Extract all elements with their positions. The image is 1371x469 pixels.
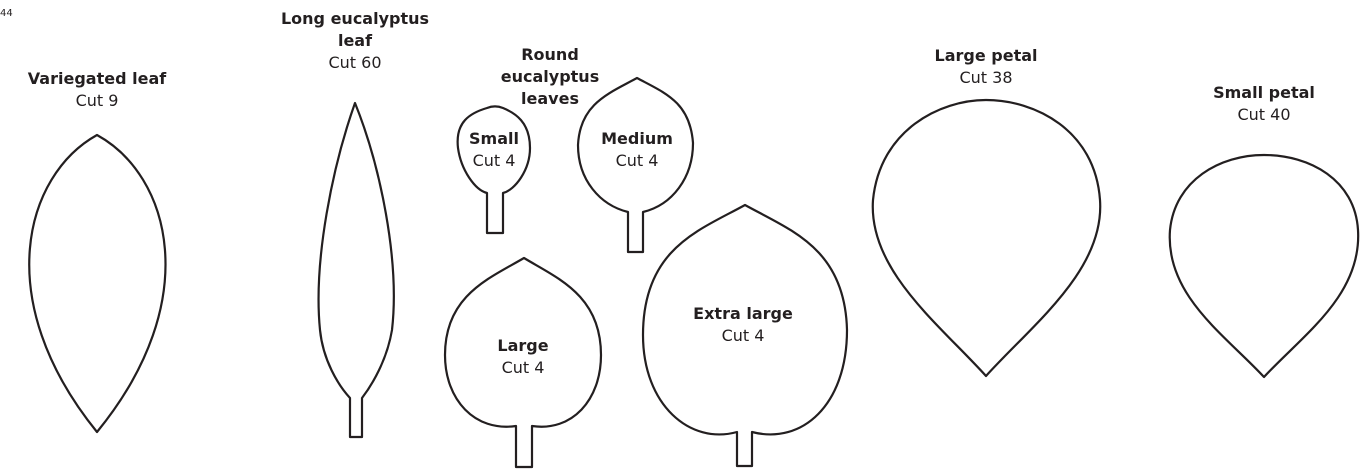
page-number: 44 <box>0 8 13 19</box>
medium-round-leaf-label: Medium Cut 4 <box>592 128 682 172</box>
small-petal-label: Small petal Cut 40 <box>1194 82 1334 126</box>
extra-large-round-leaf-label: Extra large Cut 4 <box>683 303 803 347</box>
small-petal-shape <box>1168 153 1360 379</box>
round-eucalyptus-heading: Round eucalyptus leaves <box>470 44 630 110</box>
large-round-leaf-title: Large <box>497 336 549 355</box>
large-petal-cut: Cut 38 <box>959 68 1013 87</box>
variegated-leaf-title: Variegated leaf <box>27 69 167 88</box>
round-eucalyptus-title: Round eucalyptus leaves <box>500 45 600 108</box>
medium-round-leaf-title: Medium <box>601 129 673 148</box>
small-petal-title: Small petal <box>1213 83 1315 102</box>
variegated-leaf-label: Variegated leaf Cut 9 <box>17 68 177 112</box>
medium-round-leaf-cut: Cut 4 <box>615 151 659 170</box>
small-petal-cut: Cut 40 <box>1237 105 1291 124</box>
variegated-leaf-shape <box>28 133 167 434</box>
large-petal-title: Large petal <box>934 46 1038 65</box>
variegated-leaf-cut: Cut 9 <box>75 91 119 110</box>
long-eucalyptus-leaf-title: Long eucalyptus leaf <box>280 9 430 50</box>
large-round-leaf-label: Large Cut 4 <box>478 335 568 379</box>
extra-large-round-leaf-title: Extra large <box>693 304 793 323</box>
extra-large-round-leaf-shape <box>641 203 849 468</box>
small-round-leaf-label: Small Cut 4 <box>454 128 534 172</box>
large-round-leaf-shape <box>443 256 603 469</box>
large-petal-shape <box>871 98 1102 378</box>
extra-large-round-leaf-cut: Cut 4 <box>721 326 765 345</box>
large-petal-label: Large petal Cut 38 <box>916 45 1056 89</box>
large-round-leaf-cut: Cut 4 <box>501 358 545 377</box>
small-round-leaf-cut: Cut 4 <box>472 151 516 170</box>
long-eucalyptus-leaf-cut: Cut 60 <box>328 53 382 72</box>
medium-round-leaf-shape <box>576 76 695 254</box>
long-eucalyptus-leaf-shape <box>317 101 395 439</box>
long-eucalyptus-leaf-label: Long eucalyptus leaf Cut 60 <box>275 8 435 74</box>
small-round-leaf-title: Small <box>469 129 519 148</box>
small-round-leaf-shape <box>456 105 532 235</box>
